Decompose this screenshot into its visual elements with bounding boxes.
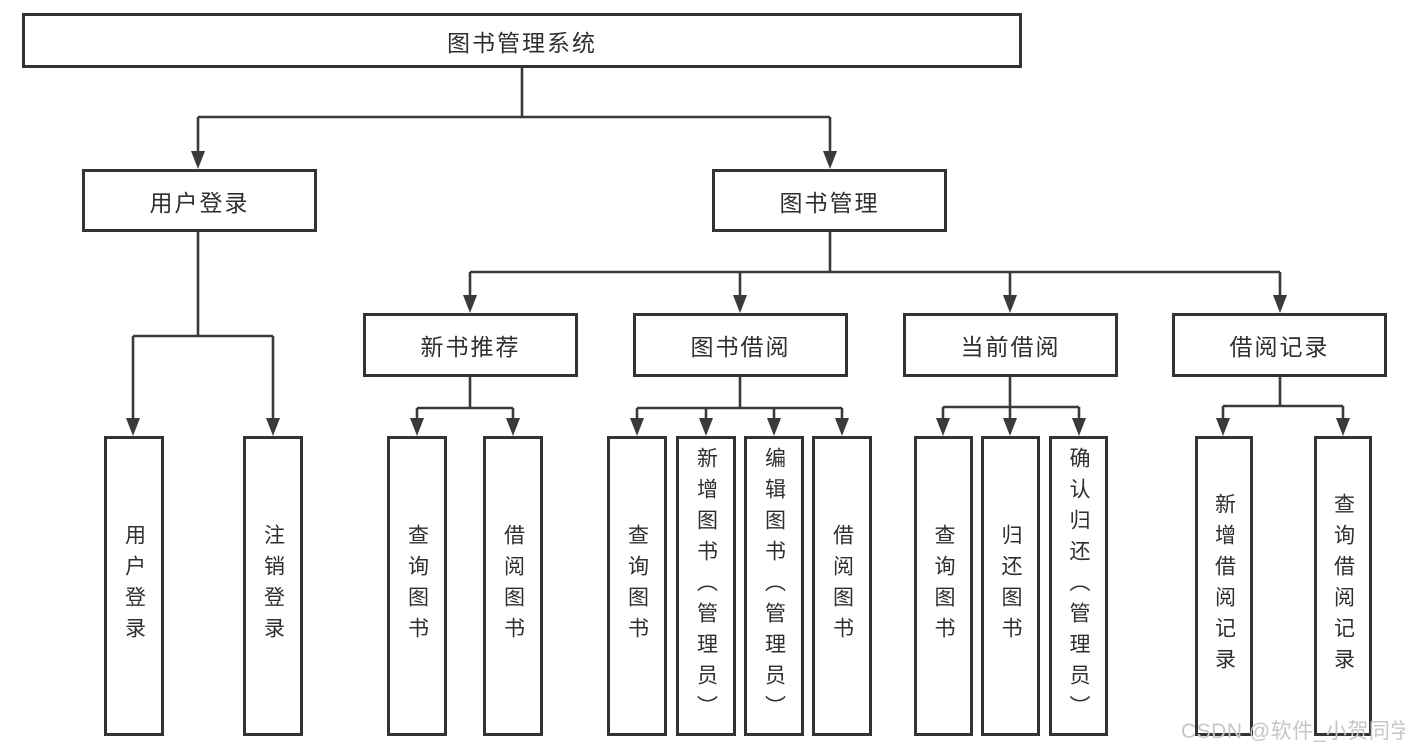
node-root-label: 图书管理系统 [447,29,597,56]
node-root: 图书管理系统 [22,13,1022,68]
leaf-query-books-borrow-label: 查询图书 [625,524,649,648]
leaf-borrow-books-recommend-label: 借阅图书 [501,524,525,648]
leaf-query-books-recommend: 查询图书 [387,436,447,736]
leaf-logout-label: 注销登录 [261,524,285,648]
leaf-query-borrow-record: 查询借阅记录 [1314,436,1372,736]
leaf-query-books-recommend-label: 查询图书 [405,524,429,648]
leaf-query-books-current-label: 查询图书 [932,524,955,648]
leaf-return-books: 归还图书 [981,436,1040,736]
leaf-edit-books-admin-label: 编辑图书（管理员） [762,446,786,726]
leaf-confirm-return-admin-label: 确认归还（管理员） [1067,446,1090,726]
leaf-user-login-label: 用户登录 [122,524,146,648]
leaf-query-borrow-record-label: 查询借阅记录 [1331,493,1355,679]
node-current-borrow: 当前借阅 [903,313,1118,377]
leaf-add-books-admin-label: 新增图书（管理员） [694,446,718,726]
node-new-book-recommend-label: 新书推荐 [420,334,521,360]
csdn-watermark: CSDN @软件_小贺同学 [1181,720,1405,743]
leaf-add-borrow-record-label: 新增借阅记录 [1212,493,1236,679]
leaf-borrow-books: 借阅图书 [812,436,872,736]
leaf-edit-books-admin: 编辑图书（管理员） [744,436,804,736]
node-book-borrow-label: 图书借阅 [690,334,791,360]
leaf-logout: 注销登录 [243,436,303,736]
leaf-borrow-books-recommend: 借阅图书 [483,436,543,736]
connector-path [131,68,1345,419]
node-user-login: 用户登录 [82,169,317,232]
leaf-query-books-current: 查询图书 [914,436,973,736]
node-current-borrow-label: 当前借阅 [960,334,1061,360]
node-user-login-label: 用户登录 [149,189,250,216]
leaf-add-borrow-record: 新增借阅记录 [1195,436,1253,736]
node-new-book-recommend: 新书推荐 [363,313,578,377]
node-book-borrow: 图书借阅 [633,313,848,377]
leaf-user-login: 用户登录 [104,436,164,736]
leaf-query-books-borrow: 查询图书 [607,436,667,736]
node-book-management-label: 图书管理 [779,189,880,216]
leaf-confirm-return-admin: 确认归还（管理员） [1049,436,1108,736]
node-book-management: 图书管理 [712,169,947,232]
leaf-borrow-books-label: 借阅图书 [830,524,854,648]
leaf-return-books-label: 归还图书 [999,524,1022,648]
node-borrow-records: 借阅记录 [1172,313,1387,377]
leaf-add-books-admin: 新增图书（管理员） [676,436,736,736]
node-borrow-records-label: 借阅记录 [1229,334,1330,360]
